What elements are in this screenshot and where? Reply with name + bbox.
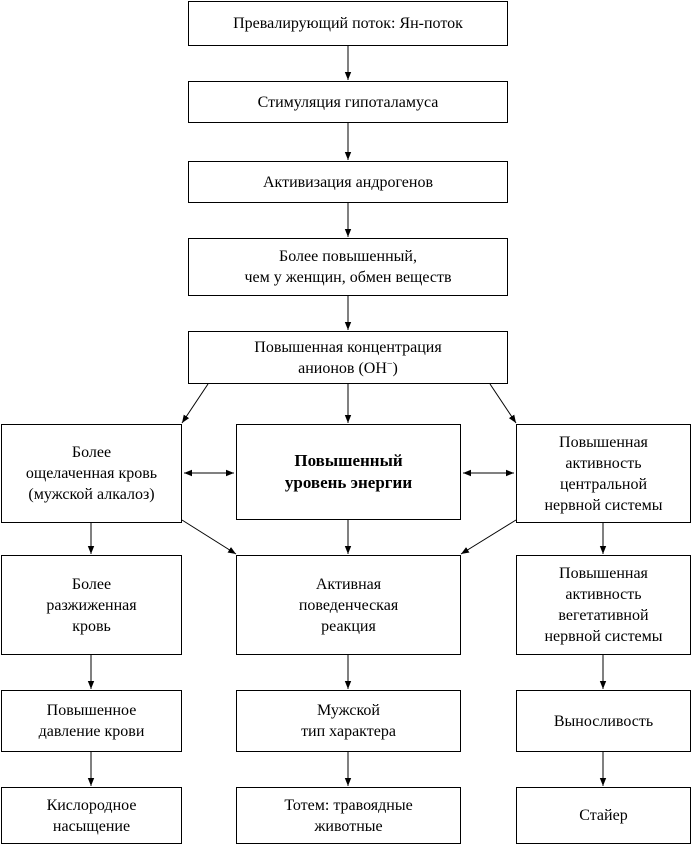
box-blood-pressure: Повышенное давление крови <box>1 690 182 752</box>
anion-line2-post: ) <box>392 359 398 377</box>
box-thinned-blood: Более разжиженная кровь <box>1 555 182 655</box>
box-cns-activity-text: Повышенная активность центральной нервно… <box>544 433 663 514</box>
anion-line2-pre: анионов (OH <box>298 359 387 377</box>
arrow-b5-b8 <box>489 383 517 424</box>
box-totem-text: Тотем: травоядные животные <box>284 796 413 835</box>
box-blood-pressure-text: Повышенное давление крови <box>38 702 145 740</box>
arrow-b5-b6 <box>181 383 209 424</box>
box-alkaline-blood: Более ощелаченная кровь (мужской алкалоз… <box>1 424 182 523</box>
box-stayer: Стайер <box>516 787 691 844</box>
box-hypothalamus-stimulation: Стимуляция гипоталамуса <box>188 81 508 123</box>
box-anion-concentration-text: Повышенная концентрация анионов (OH−) <box>254 337 441 379</box>
box-energy-level-text: Повышенный уровень энергии <box>284 451 413 492</box>
box-alkaline-blood-text: Более ощелаченная кровь (мужской алкалоз… <box>25 444 158 503</box>
box-character-type-text: Мужской тип характера <box>301 702 396 740</box>
box-prevailing-flow-text: Превалирующий поток: Ян-поток <box>233 15 463 32</box>
box-behavioral-reaction: Активная поведенческая реакция <box>236 555 461 655</box>
box-behavioral-reaction-text: Активная поведенческая реакция <box>298 575 399 635</box>
box-thinned-blood-text: Более разжиженная кровь <box>46 575 137 635</box>
box-stayer-text: Стайер <box>579 807 628 824</box>
box-character-type: Мужской тип характера <box>236 690 461 752</box>
box-oxygen-saturation: Кислородное насыщение <box>1 787 182 844</box>
box-anion-concentration: Повышенная концентрация анионов (OH−) <box>188 331 508 384</box>
box-ans-activity-text: Повышенная активность вегетативной нервн… <box>544 565 663 645</box>
box-endurance: Выносливость <box>516 690 691 752</box>
box-totem: Тотем: травоядные животные <box>236 787 461 844</box>
anion-superscript: − <box>386 358 393 370</box>
box-endurance-text: Выносливость <box>553 712 654 730</box>
anion-line2: анионов (OH−) <box>254 358 441 379</box>
box-prevailing-flow: Превалирующий поток: Ян-поток <box>188 1 508 46</box>
box-oxygen-saturation-text: Кислородное насыщение <box>46 796 137 835</box>
box-metabolism: Более повышенный, чем у женщин, обмен ве… <box>188 238 508 296</box>
box-androgen-activation-text: Активизация андрогенов <box>262 173 434 191</box>
box-metabolism-text: Более повышенный, чем у женщин, обмен ве… <box>244 248 452 286</box>
box-hypothalamus-stimulation-text: Стимуляция гипоталамуса <box>257 93 439 111</box>
box-cns-activity: Повышенная активность центральной нервно… <box>516 424 691 523</box>
box-ans-activity: Повышенная активность вегетативной нервн… <box>516 555 691 655</box>
box-androgen-activation: Активизация андрогенов <box>188 161 508 203</box>
arrow-b6-b10 <box>181 519 237 555</box>
arrow-b8-b10 <box>460 519 517 555</box>
anion-line1: Повышенная концентрация <box>254 338 442 356</box>
box-energy-level: Повышенный уровень энергии <box>236 424 461 520</box>
